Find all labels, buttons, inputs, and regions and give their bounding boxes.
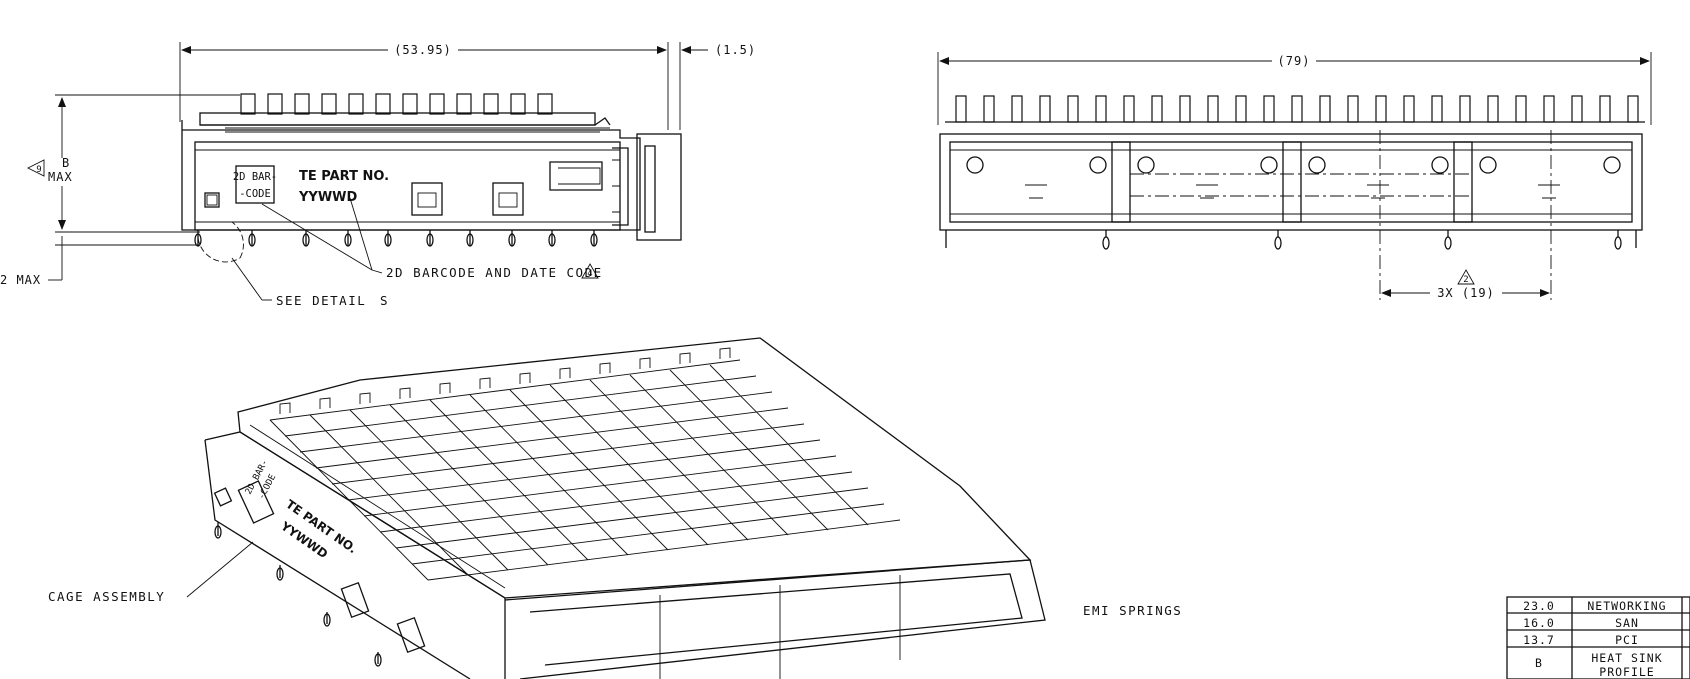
- svg-text:2: 2: [1463, 275, 1468, 285]
- table-value-3: 13.7: [1523, 633, 1555, 647]
- height-max-word: MAX: [48, 170, 73, 184]
- table-header-label-line2: PROFILE: [1599, 665, 1654, 679]
- bottom-max-dimension: 2 MAX: [0, 273, 41, 287]
- isometric-view: 2D BAR- -CODE TE PART NO. YYWWD CAGE ASS…: [48, 337, 1046, 679]
- detail-letter: S: [380, 293, 389, 308]
- front-view: (79): [937, 52, 1652, 300]
- side-heat-sink-fins: [240, 93, 553, 115]
- table-value-1: 23.0: [1523, 599, 1555, 613]
- barcode-date-callout: 2D BARCODE AND DATE CODE: [386, 265, 603, 280]
- note-flag-9: [26, 159, 45, 177]
- table-label-1: NETWORKING: [1587, 599, 1666, 613]
- tab-dimension: (1.5): [715, 43, 756, 57]
- port-dividers: [1111, 141, 1473, 223]
- part-number-label: TE PART NO.: [299, 169, 389, 184]
- emi-springs-callout: EMI SPRINGS: [1083, 603, 1182, 618]
- side-view: (53.95) (1.5): [0, 42, 756, 308]
- pitch-dimension: 3X (19): [1437, 286, 1495, 300]
- barcode-label-line2: -CODE: [239, 188, 271, 200]
- table-header-value: B: [1535, 656, 1543, 670]
- iso-barcode-box: [237, 480, 275, 524]
- width-top-dimension: (53.95): [394, 43, 452, 57]
- iso-fin-grid: [269, 347, 901, 581]
- front-heat-sink-fins: [955, 95, 1639, 123]
- barcode-label-line1: 2D BAR-: [233, 171, 277, 183]
- date-code-label: YYWWD: [298, 190, 358, 205]
- svg-text:9: 9: [36, 165, 41, 175]
- height-max-letter: B: [62, 156, 70, 170]
- table-value-2: 16.0: [1523, 616, 1555, 630]
- svg-text:4: 4: [587, 269, 592, 279]
- see-detail-callout: SEE DETAIL: [276, 293, 366, 308]
- table-label-2: SAN: [1615, 616, 1639, 630]
- width-front-dimension: (79): [1278, 54, 1311, 68]
- barcode-box: [235, 165, 275, 204]
- table-label-3: PCI: [1615, 633, 1639, 647]
- front-pins: [945, 230, 1637, 250]
- note-flag-2: [1457, 269, 1475, 285]
- note-flag-4: [581, 263, 599, 279]
- side-pins: [194, 230, 598, 247]
- table-header-label-line1: HEAT SINK: [1591, 651, 1662, 665]
- heat-sink-table: 23.0 NETWORKING 16.0 SAN 13.7 PCI B HEAT…: [1506, 596, 1690, 679]
- cage-assembly-callout: CAGE ASSEMBLY: [48, 589, 165, 604]
